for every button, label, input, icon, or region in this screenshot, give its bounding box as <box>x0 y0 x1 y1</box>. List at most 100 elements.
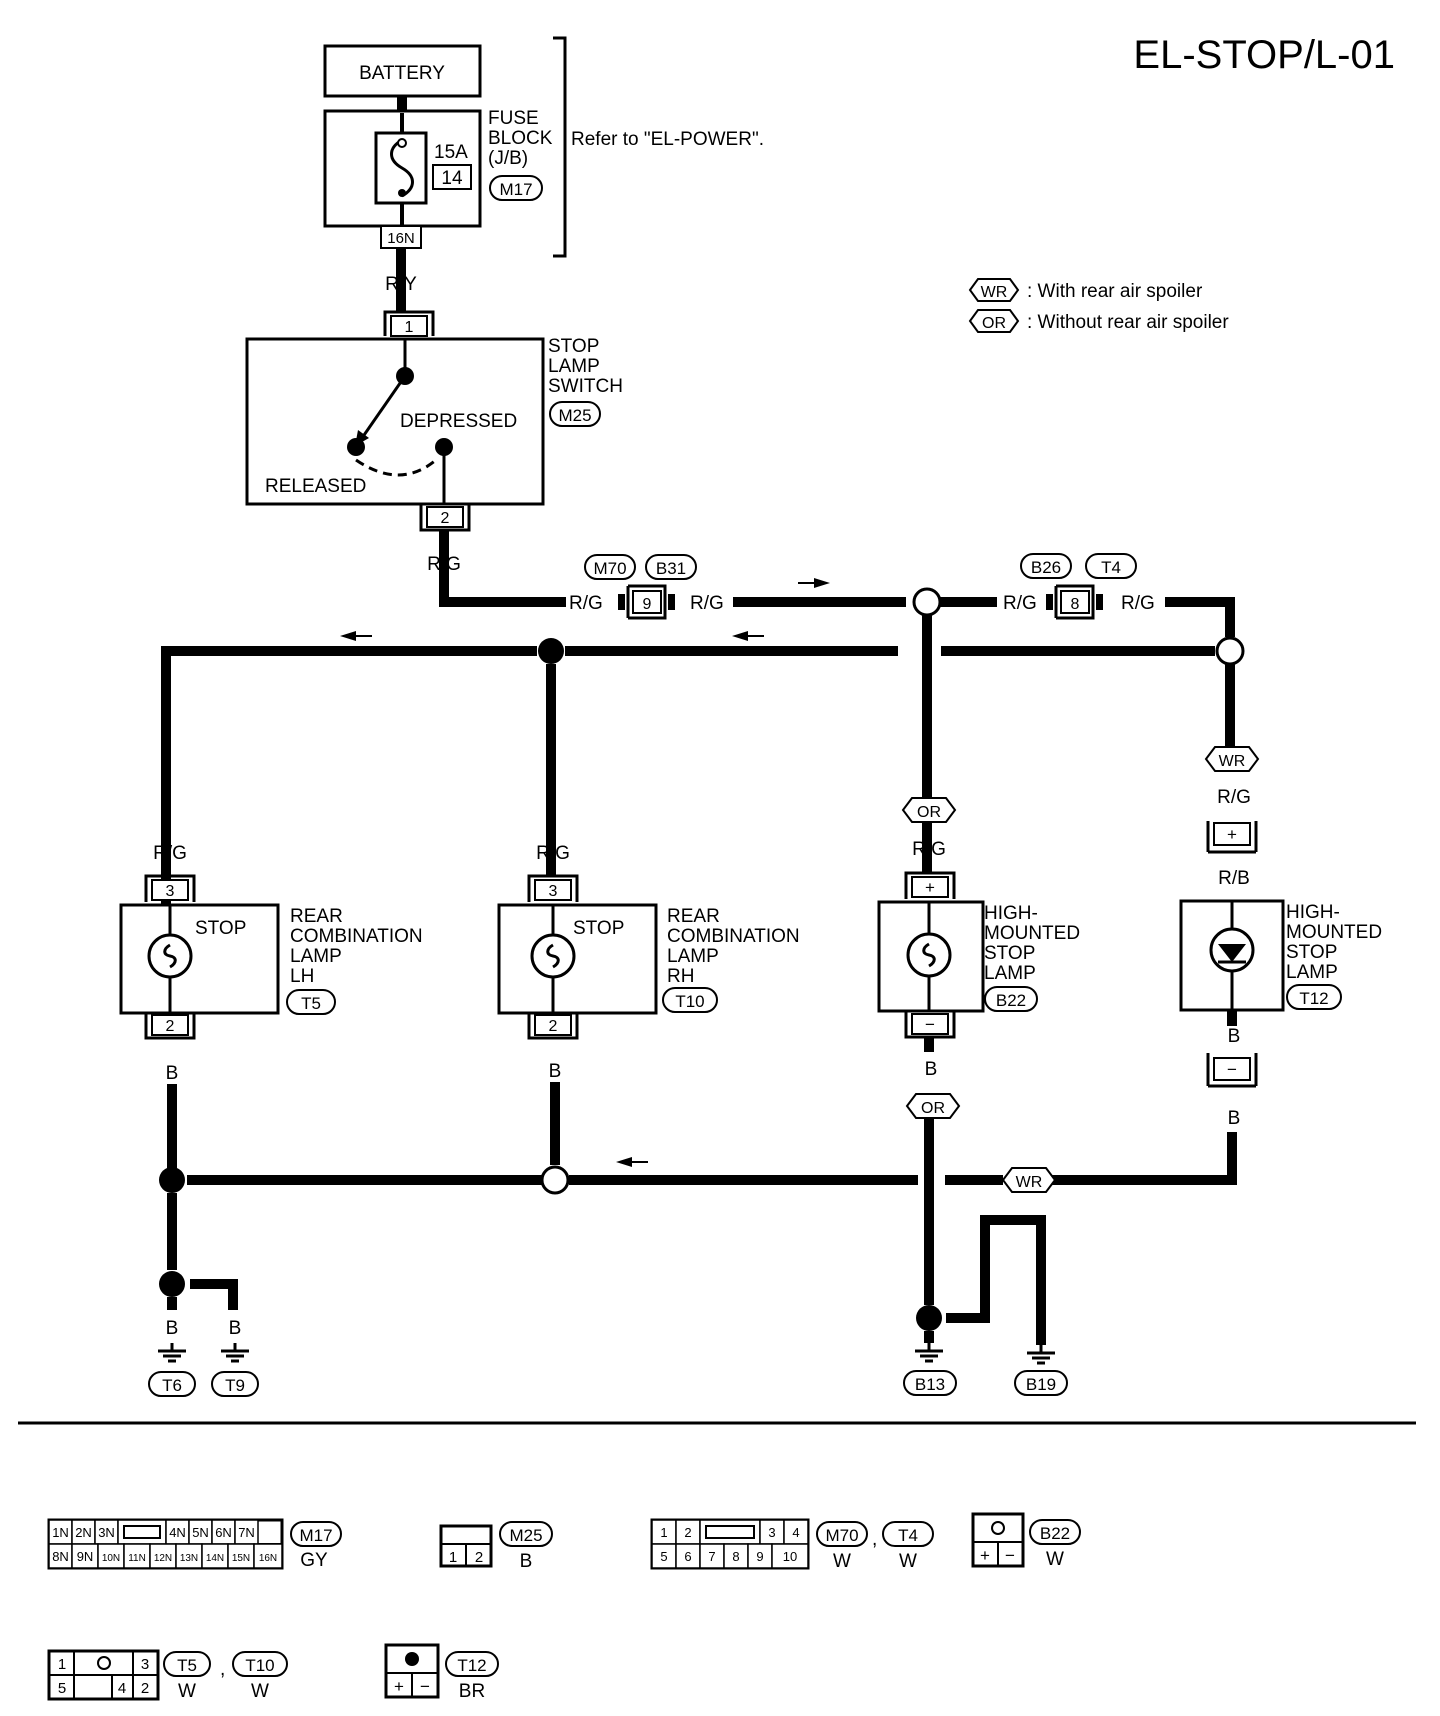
fuse-title-2: BLOCK <box>488 128 553 149</box>
hmsl-wr-title-4: LAMP <box>1286 962 1338 983</box>
svg-text:T5: T5 <box>301 994 321 1013</box>
svg-text:2: 2 <box>141 1680 149 1697</box>
stop-lamp-switch: 1 DEPRESSED RELEASED 2 <box>245 310 545 532</box>
rear-combination-lamp-rh: R/G 3 STOP 2 B <box>497 843 658 1082</box>
svg-text:B: B <box>1228 1108 1241 1129</box>
switch-title-2: LAMP <box>548 356 600 377</box>
connector-pin-label: 8 <box>732 1549 739 1564</box>
flow-arrow-left-2 <box>732 631 748 641</box>
connector-view-m25: 1 2 M25 B <box>439 1521 553 1572</box>
svg-text:−: − <box>925 1015 935 1034</box>
svg-text:+: + <box>925 878 935 897</box>
svg-text:8: 8 <box>1071 596 1080 613</box>
junction-8: B26 T4 R/G 8 R/G <box>1003 553 1155 620</box>
svg-text:R/B: R/B <box>1218 868 1250 889</box>
connector-key <box>123 1525 161 1539</box>
svg-text:4: 4 <box>118 1680 126 1697</box>
svg-text:W: W <box>251 1681 269 1702</box>
splice-open-2 <box>1215 636 1245 666</box>
connector-cavity <box>71 1543 99 1569</box>
connector-cavity <box>175 1543 203 1569</box>
hmsl-or-title-1: HIGH- <box>984 903 1038 924</box>
svg-text:T5: T5 <box>177 1656 197 1675</box>
svg-text:M25: M25 <box>558 406 591 425</box>
svg-text:T4: T4 <box>1101 558 1121 577</box>
flow-arrow-left-1 <box>340 631 356 641</box>
splice-solid-3 <box>159 1271 185 1297</box>
connector-pin-label: 1N <box>52 1525 69 1540</box>
svg-text:R/G: R/G <box>690 593 724 614</box>
connector-key <box>705 1525 755 1539</box>
svg-text:B: B <box>925 1059 938 1080</box>
svg-text:−: − <box>420 1677 430 1696</box>
ground-t6-tag: T6 <box>148 1371 196 1397</box>
fuse-rating: 15A <box>434 142 468 163</box>
connector-pin-label: 8N <box>52 1549 69 1564</box>
hmsl-or-connector-tag: B22 <box>984 986 1038 1012</box>
fuse-title-1: FUSE <box>488 108 539 129</box>
hmsl-or-title-4: LAMP <box>984 963 1036 984</box>
connector-pin-label: 16N <box>259 1553 277 1564</box>
hmsl-wr-connector-tag: T12 <box>1286 984 1342 1010</box>
connector-cavity <box>747 1543 773 1569</box>
connector-pin-label: 7N <box>238 1525 255 1540</box>
splice-open-1 <box>912 587 942 617</box>
refer-bracket <box>553 36 567 258</box>
connector-cavity <box>123 1543 151 1569</box>
svg-text:1: 1 <box>58 1656 66 1673</box>
hmsl-wr-title-1: HIGH- <box>1286 902 1340 923</box>
svg-text:W: W <box>899 1551 917 1572</box>
svg-text:BR: BR <box>459 1681 485 1702</box>
svg-text:OR: OR <box>982 315 1006 332</box>
svg-text:T6: T6 <box>162 1376 182 1395</box>
fuse-title-3: (J/B) <box>488 148 528 169</box>
svg-text:T12: T12 <box>1299 989 1328 1008</box>
svg-text:B22: B22 <box>1040 1524 1070 1543</box>
ground-t9-tag: T9 <box>211 1371 259 1397</box>
connector-pin-label: 2 <box>684 1525 691 1540</box>
wire-b-t6: B <box>166 1318 179 1339</box>
lamp-rh-title-3: LAMP <box>667 946 719 967</box>
svg-text:R/G: R/G <box>153 843 187 864</box>
connector-cavity <box>201 1543 229 1569</box>
splice-solid-1 <box>538 638 564 664</box>
fuse-terminal: 16N <box>387 230 415 247</box>
ground-b13-tag: B13 <box>903 1370 957 1396</box>
svg-text:B: B <box>549 1061 562 1082</box>
ground-b19-symbol <box>1025 1343 1057 1365</box>
svg-text:R/G: R/G <box>1121 593 1155 614</box>
fuse-connector-tag: M17 <box>489 175 543 201</box>
lamp-rh-connector-tag: T10 <box>662 987 718 1013</box>
svg-text:−: − <box>1227 1060 1237 1079</box>
connector-pin-label: 5N <box>192 1525 209 1540</box>
connector-pin-label: 11N <box>128 1553 146 1564</box>
connector-pin-label: 6N <box>215 1525 232 1540</box>
connector-view-t12: + − T12 BR <box>384 1643 499 1702</box>
svg-text:R/G: R/G <box>536 843 570 864</box>
splice-solid-4 <box>916 1305 942 1331</box>
page-code: EL-STOP/L-01 <box>1133 33 1395 77</box>
connector-pin-label: 2N <box>75 1525 92 1540</box>
svg-text:−: − <box>1005 1546 1015 1565</box>
connector-cavity <box>253 1543 283 1569</box>
svg-text:3: 3 <box>141 1656 149 1673</box>
svg-text:GY: GY <box>300 1550 328 1571</box>
lamp-lh-title-2: COMBINATION <box>290 926 423 947</box>
fuse-block: 15A 14 16N <box>323 109 482 249</box>
fuse-number: 14 <box>441 168 463 189</box>
lamp-lh-connector-tag: T5 <box>286 989 336 1015</box>
hmsl-or-title-3: STOP <box>984 943 1035 964</box>
svg-text:+: + <box>1227 825 1237 844</box>
connector-pin-label: 4N <box>169 1525 186 1540</box>
connector-pin-label: 3N <box>98 1525 115 1540</box>
lamp-lh-title-1: REAR <box>290 906 343 927</box>
switch-title-3: SWITCH <box>548 376 623 397</box>
legend-wr: WR : With rear air spoiler <box>968 278 1203 302</box>
splice-open-3 <box>540 1165 570 1195</box>
lamp-rh-title-1: REAR <box>667 906 720 927</box>
ground-t6-symbol <box>156 1341 188 1363</box>
svg-text:B: B <box>1228 1026 1241 1047</box>
svg-text:B26: B26 <box>1031 558 1061 577</box>
svg-text:B: B <box>520 1551 533 1572</box>
